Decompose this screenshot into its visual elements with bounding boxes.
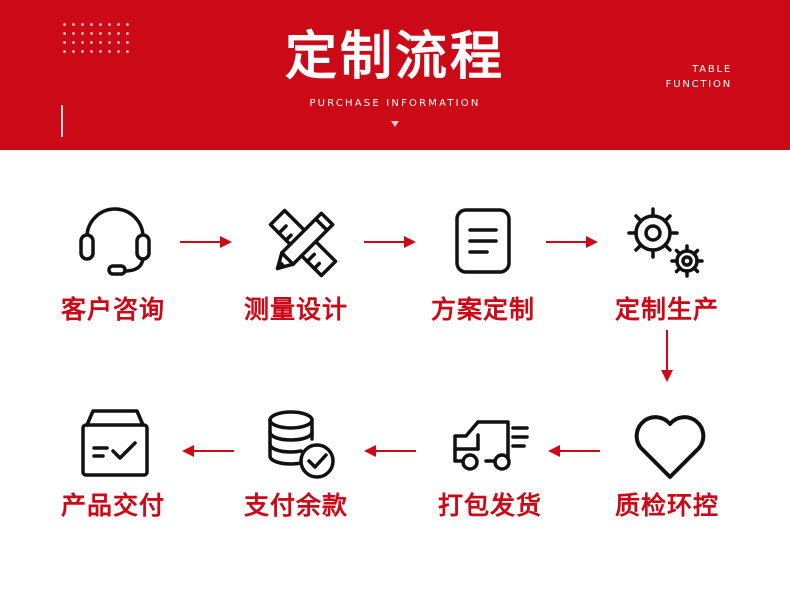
dot-pattern-decoration <box>60 20 130 56</box>
step-label-produce: 定制生产 <box>614 295 719 324</box>
step-label-deliver: 产品交付 <box>60 491 165 520</box>
delivery-box-icon <box>75 405 155 485</box>
document-icon <box>443 203 523 283</box>
arrow-right-icon <box>180 235 232 249</box>
heart-icon <box>630 405 710 485</box>
side-caption: TABLE FUNCTION <box>666 62 732 92</box>
arrow-right-icon <box>364 235 416 249</box>
arrow-down-icon <box>660 330 674 382</box>
arrow-left-icon <box>548 444 600 458</box>
step-label-quality: 质检环控 <box>614 491 719 520</box>
arrow-left-icon <box>182 444 234 458</box>
step-label-consult: 客户咨询 <box>60 295 165 324</box>
page-subtitle: PURCHASE INFORMATION <box>309 98 481 109</box>
delivery-truck-icon <box>450 405 530 485</box>
side-caption-line-1: TABLE <box>692 64 732 75</box>
step-label-ship: 打包发货 <box>437 491 542 520</box>
step-label-measure: 测量设计 <box>243 295 348 324</box>
headset-icon <box>75 203 155 283</box>
arrow-right-icon <box>546 235 598 249</box>
page-title: 定制流程 <box>284 27 505 87</box>
gears-icon <box>625 203 705 283</box>
triangle-down-icon <box>391 121 399 127</box>
coins-check-icon <box>263 405 343 485</box>
header-banner: 定制流程 PURCHASE INFORMATION TABLE FUNCTION <box>0 0 790 150</box>
vertical-line-decoration <box>61 105 63 137</box>
arrow-left-icon <box>364 444 416 458</box>
step-label-plan: 方案定制 <box>430 295 535 324</box>
side-caption-line-2: FUNCTION <box>665 79 732 90</box>
step-label-pay-balance: 支付余款 <box>243 491 348 520</box>
ruler-pencil-icon <box>263 203 343 283</box>
